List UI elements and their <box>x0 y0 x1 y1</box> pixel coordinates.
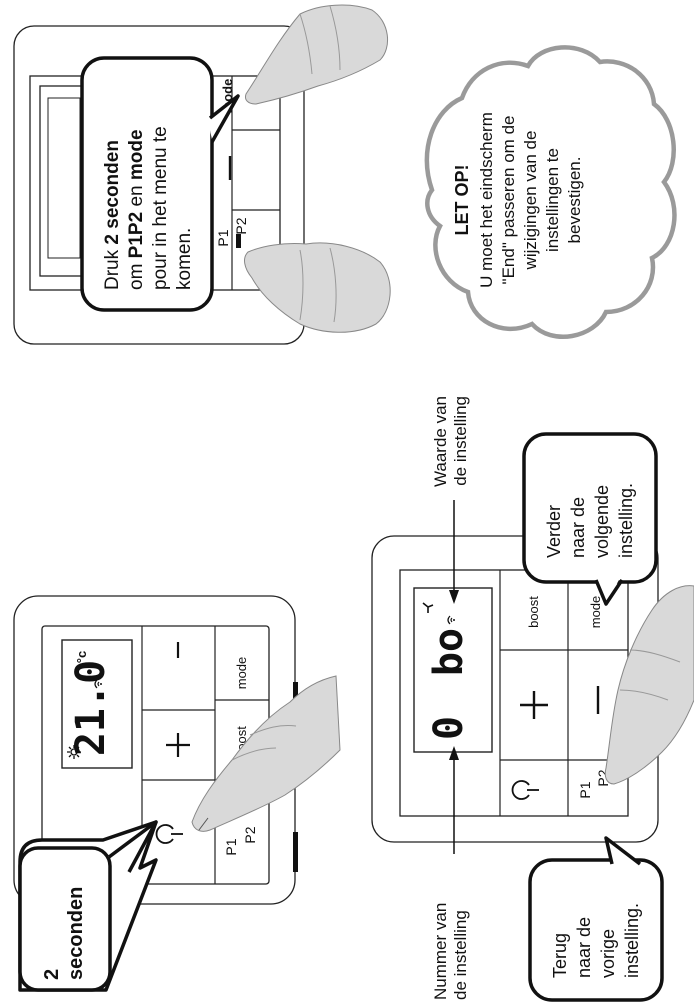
temperature-value: 21.0 <box>68 660 114 756</box>
callout-line-1: 2 <box>41 969 63 980</box>
temperature-unit: °c <box>74 651 89 663</box>
p2-button[interactable]: P2 <box>242 826 258 843</box>
callout-enter-menu: Druk 2 seconden om P1P2 en mode pour in … <box>80 56 240 312</box>
value-label-line-1: Waarde van <box>431 396 450 487</box>
warning-line-1: U moet het eindscherm <box>477 112 496 288</box>
panel-2: mode Druk 2 seconden om P1P2 en mode pou… <box>13 4 391 345</box>
callout-line-1: Verder <box>544 505 564 558</box>
fan-icon <box>422 602 434 613</box>
number-label-line-1: Nummer van <box>431 903 450 1000</box>
setting-value: bo <box>426 628 472 676</box>
hand-icon <box>604 585 694 785</box>
warning-line-5: bevestigen. <box>565 157 584 244</box>
warning-line-2: "End" passeren om de <box>499 116 518 285</box>
callout-line-1: Druk 2 seconden <box>102 140 123 290</box>
warning-title: LET OP! <box>452 165 472 236</box>
hand-icon <box>244 242 391 333</box>
thermostat-frame <box>13 25 305 345</box>
callout-line-2: om P1P2 en mode <box>126 129 147 290</box>
setting-number: 0 <box>426 716 472 740</box>
callout-line-4: instelling. <box>616 483 636 558</box>
mode-button[interactable]: mode <box>234 657 249 690</box>
lcd-display <box>61 639 133 769</box>
callout-2-seconden: 2 seconden <box>18 820 158 992</box>
callout-previous-setting: Terug naar de vorige instelling. <box>528 836 664 1002</box>
wifi-icon <box>447 615 455 625</box>
plus-icon[interactable] <box>166 733 190 757</box>
hand-icon <box>191 675 341 832</box>
arrow-to-number <box>449 746 459 854</box>
callout-line-2: naar de <box>568 497 588 558</box>
p2-button[interactable]: P2 <box>233 217 249 234</box>
callout-line-2: naar de <box>574 917 594 978</box>
warning-line-3: wijzigingen van de <box>521 131 540 271</box>
wifi-icon <box>94 679 102 689</box>
p1-button[interactable]: P1 <box>215 229 231 246</box>
callout-line-4: komen. <box>174 228 195 290</box>
number-label-line-2: de instelling <box>451 910 470 1000</box>
callout-line-1: Terug <box>550 933 570 978</box>
callout-line-3: volgende <box>592 485 612 558</box>
hand-icon <box>245 4 389 105</box>
lcd-display <box>39 85 87 277</box>
arrow-to-value <box>449 500 459 604</box>
panel-3: 0 bo boost mode P1 <box>371 396 694 1002</box>
power-icon[interactable] <box>155 824 183 844</box>
mode-button[interactable]: mode <box>588 596 603 629</box>
warning-line-4: instellingen te <box>543 148 562 252</box>
sun-icon <box>67 745 81 759</box>
panel-1: 21.0 °c boost mode P1 <box>13 595 341 992</box>
callout-line-4: instelling. <box>622 903 642 978</box>
p1-button[interactable]: P1 <box>223 838 239 855</box>
plus-icon[interactable] <box>520 691 548 719</box>
p1-button[interactable]: P1 <box>577 781 593 798</box>
callout-line-3: pour in het menu te <box>150 126 171 290</box>
boost-button[interactable]: boost <box>526 596 541 628</box>
power-icon[interactable] <box>511 780 539 800</box>
callout-next-setting: Verder naar de volgende instelling. <box>522 432 658 606</box>
callout-line-3: vorige <box>598 929 618 978</box>
callout-line-2: seconden <box>65 887 87 980</box>
warning-cloud: LET OP! U moet het eindscherm "End" pass… <box>424 45 677 339</box>
value-label-line-2: de instelling <box>451 396 470 486</box>
